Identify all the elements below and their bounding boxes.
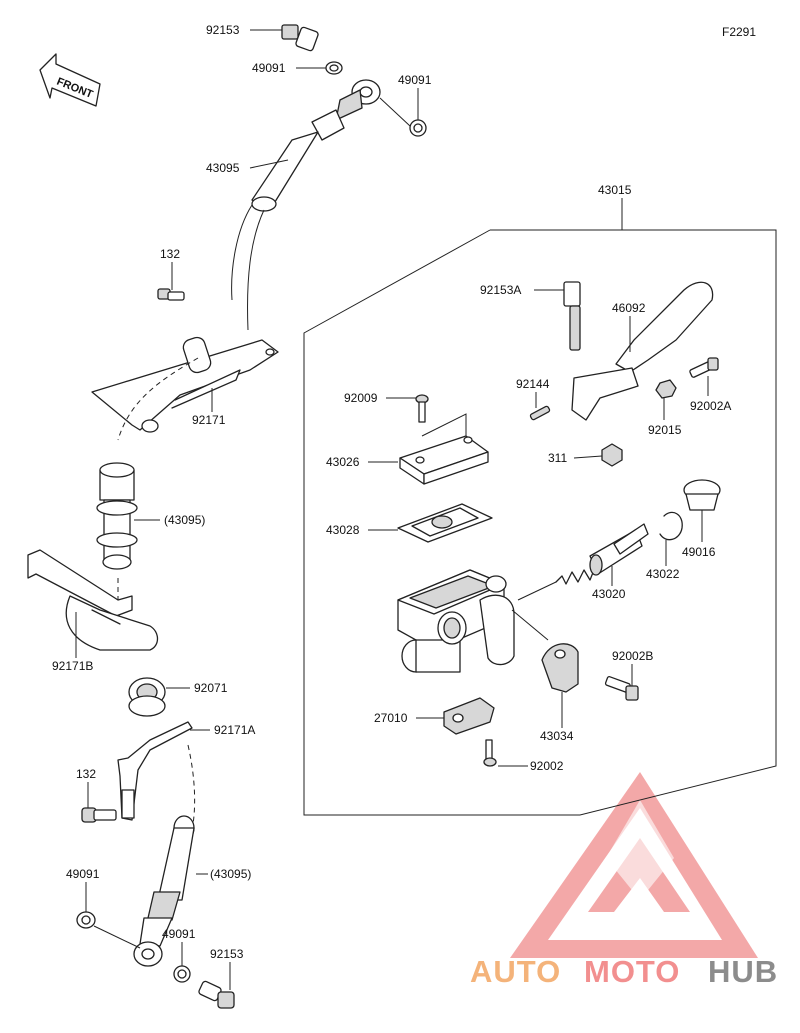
bolt-132-bottom	[81, 807, 117, 823]
label-92002: 92002	[530, 759, 564, 773]
grommet-92071	[128, 677, 166, 717]
boot-49016	[683, 479, 721, 511]
pin-92144	[529, 405, 551, 421]
label-92015: 92015	[648, 423, 682, 437]
bolt-92002b	[604, 676, 639, 701]
bracket-92171	[91, 336, 279, 433]
banjo-fitting-bottom	[133, 941, 163, 967]
label-46092: 46092	[612, 301, 646, 315]
figure-code: F2291	[722, 25, 756, 39]
label-92071: 92071	[194, 681, 228, 695]
watermark-logo	[510, 772, 758, 958]
label-43095-bottom: (43095)	[210, 867, 251, 881]
label-43026: 43026	[326, 455, 360, 469]
clamp-43034	[541, 643, 579, 693]
label-43095-mid: (43095)	[164, 513, 205, 527]
label-43022: 43022	[646, 567, 680, 581]
screw-92002	[483, 739, 497, 767]
watermark-text-hub: HUB	[708, 954, 778, 989]
label-43020: 43020	[592, 587, 626, 601]
watermark-text-moto: MOTO	[584, 954, 680, 989]
banjo-bolt-top	[281, 24, 319, 52]
leader-lines	[75, 29, 709, 990]
label-49091-a: 49091	[252, 61, 286, 75]
nut-311	[601, 443, 623, 467]
banjo-bolt-bottom	[198, 980, 235, 1009]
label-92002a: 92002A	[690, 399, 731, 413]
screw-92009	[415, 394, 429, 423]
piston-43020	[555, 523, 649, 585]
brake-hose-middle	[96, 462, 138, 570]
watermark-text-auto: AUTO	[470, 954, 561, 989]
assembly-frame	[303, 229, 777, 816]
banjo-fitting-top	[335, 79, 381, 121]
label-92153-top: 92153	[206, 23, 240, 37]
label-92153a: 92153A	[480, 283, 521, 297]
label-311: 311	[548, 451, 567, 465]
label-92171: 92171	[192, 413, 226, 427]
bracket-92171a	[117, 721, 193, 821]
diaphragm-43028	[397, 503, 493, 543]
brake-switch-27010	[443, 697, 495, 735]
label-43034: 43034	[540, 729, 574, 743]
label-92153-bottom: 92153	[210, 947, 244, 961]
label-132-top: 132	[160, 247, 180, 261]
nut-92015	[655, 379, 677, 399]
label-92171b: 92171B	[52, 659, 93, 673]
assembly-label: 43015	[598, 183, 632, 197]
bracket-92171b	[27, 549, 159, 651]
label-27010: 27010	[374, 711, 408, 725]
label-92144: 92144	[516, 377, 550, 391]
master-cylinder-body	[397, 569, 515, 673]
reservoir-cap-43026	[399, 413, 489, 485]
label-92002b: 92002B	[612, 649, 653, 663]
label-49091-c: 49091	[66, 867, 100, 881]
bolt-92153a	[563, 281, 581, 351]
label-43028: 43028	[326, 523, 360, 537]
brake-hose-lower	[139, 815, 195, 947]
brake-hose-upper	[231, 109, 345, 331]
label-132-bottom: 132	[76, 767, 96, 781]
label-92009: 92009	[344, 391, 378, 405]
label-43095-top: 43095	[206, 161, 240, 175]
label-49091-b: 49091	[398, 73, 432, 87]
front-arrow-icon: FRONT	[39, 53, 101, 107]
label-49016: 49016	[682, 545, 716, 559]
label-92171a: 92171A	[214, 723, 255, 737]
label-49091-d: 49091	[162, 927, 196, 941]
circlip-43022	[659, 511, 683, 541]
bolt-132-top	[157, 288, 185, 301]
brake-lever-46092	[571, 281, 714, 421]
part-labels: 92153 49091 49091 43095 132 92171 (43095…	[52, 23, 731, 961]
bolt-92002a	[689, 357, 719, 378]
